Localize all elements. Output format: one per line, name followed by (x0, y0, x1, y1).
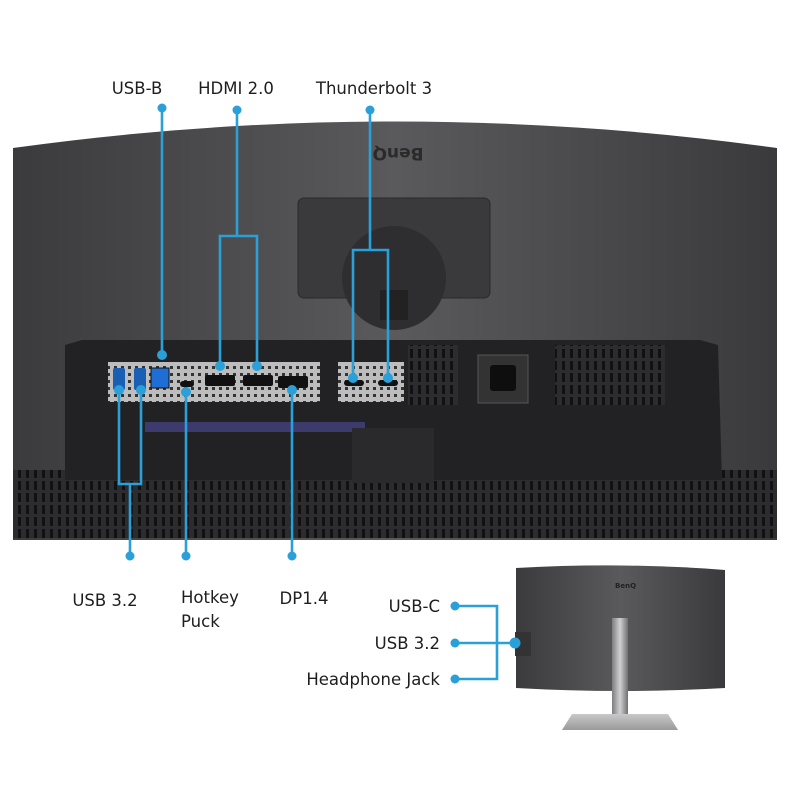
dp-port (278, 376, 308, 388)
stand-pole (612, 618, 628, 723)
kvm-label-strip (145, 422, 365, 432)
label-usb-c: USB-C (389, 597, 440, 616)
label-dp: DP1.4 (280, 589, 329, 608)
hdmi-port-2 (243, 375, 273, 386)
label-hdmi: HDMI 2.0 (198, 79, 274, 98)
usb32-port-1 (113, 368, 125, 390)
label-thunderbolt: Thunderbolt 3 (315, 79, 432, 98)
hotkey-port (180, 381, 194, 387)
hdmi-port-1 (205, 375, 235, 386)
usb-b-port (150, 367, 170, 389)
brand-logo: BenQ (372, 143, 423, 163)
label-headphone: Headphone Jack (306, 670, 440, 689)
stand-base (562, 714, 678, 730)
label-hotkey-line1: Hotkey (181, 588, 239, 607)
monitor-thumbnail: BenQ (515, 565, 725, 730)
thumbnail-brand-logo: BenQ (615, 582, 636, 590)
usb32-port-2 (134, 368, 146, 390)
label-usb-b: USB-B (112, 79, 163, 98)
monitor-back-closeup: BenQ (13, 121, 777, 540)
side-port-panel (515, 632, 531, 656)
label-usb32-side: USB 3.2 (375, 634, 440, 653)
label-usb32-bottom: USB 3.2 (72, 591, 137, 610)
stand-socket (342, 226, 446, 330)
label-hotkey-line2: Puck (181, 612, 220, 631)
tb3-port-1 (344, 380, 364, 386)
callout-lines (114, 103, 521, 684)
